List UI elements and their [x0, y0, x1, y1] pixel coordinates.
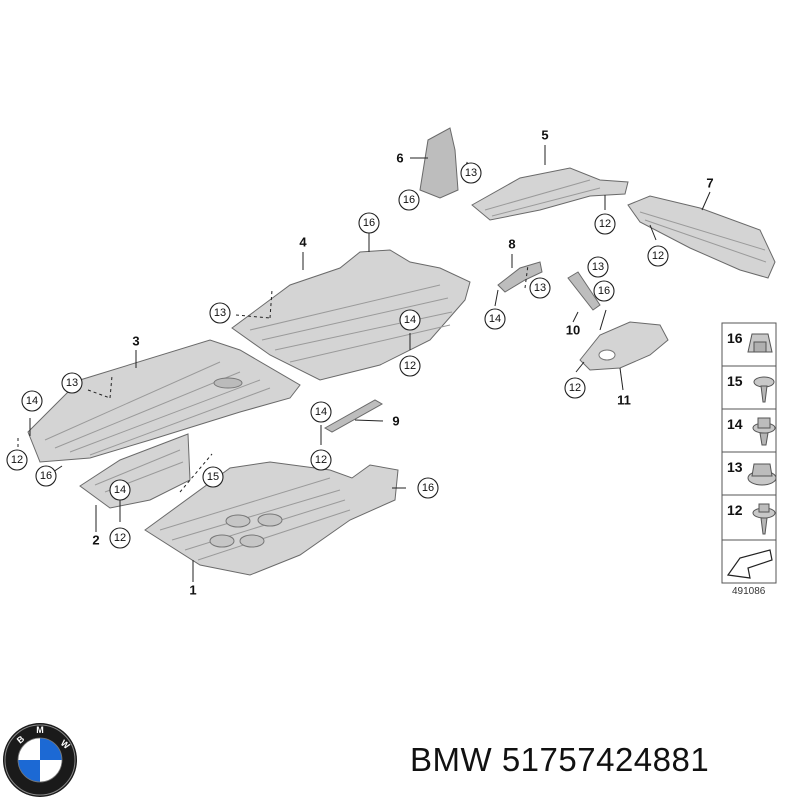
callout-circle: 14 [399, 309, 421, 331]
legend-label-13: 13 [727, 459, 743, 475]
svg-text:14: 14 [404, 314, 416, 326]
label-part-11: 11 [617, 393, 631, 408]
bmw-logo: B M W [3, 723, 77, 797]
part-4-middle-panel [231, 249, 471, 381]
svg-text:13: 13 [592, 261, 604, 273]
callout-circle: 12 [564, 377, 586, 399]
callout-circle: 16 [35, 465, 57, 487]
label-part-3: 3 [132, 334, 139, 349]
collar-screw-icon [752, 503, 776, 535]
legend-label-15: 15 [727, 373, 743, 389]
callout-circle: 13 [529, 277, 551, 299]
label-part-10: 10 [566, 323, 580, 338]
callout-circle: 13 [61, 372, 83, 394]
svg-text:16: 16 [422, 482, 434, 494]
svg-text:16: 16 [598, 285, 610, 297]
callout-circle: 14 [484, 308, 506, 330]
svg-text:14: 14 [315, 406, 327, 418]
callout-circle: 16 [358, 212, 380, 234]
label-part-5: 5 [541, 128, 548, 143]
svg-text:13: 13 [214, 307, 226, 319]
brand-name: BMW [410, 741, 493, 778]
legend-label-16: 16 [727, 330, 743, 346]
part-9-strip [323, 399, 384, 433]
callout-circle: 13 [460, 162, 482, 184]
svg-text:B: B [15, 733, 27, 745]
expansion-nut-icon [752, 417, 776, 446]
label-part-1: 1 [189, 583, 196, 598]
legend-label-14: 14 [727, 416, 743, 432]
diagram-reference-number: 491086 [732, 586, 766, 597]
svg-text:15: 15 [207, 471, 219, 483]
screw-icon [753, 376, 775, 403]
part-8-bracket [497, 261, 543, 293]
callout-circle: 14 [310, 401, 332, 423]
svg-text:13: 13 [66, 377, 78, 389]
svg-text:12: 12 [11, 454, 23, 466]
hex-nut-icon [747, 463, 777, 486]
callout-circle: 12 [310, 449, 332, 471]
label-part-6: 6 [396, 151, 403, 166]
svg-text:12: 12 [652, 250, 664, 262]
part-6-bracket [419, 127, 459, 199]
part-11-cover [579, 321, 669, 371]
svg-text:12: 12 [569, 382, 581, 394]
callout-circle: 13 [209, 302, 231, 324]
label-part-4: 4 [299, 235, 307, 250]
label-part-9: 9 [392, 414, 399, 429]
svg-text:12: 12 [404, 360, 416, 372]
callout-circle: 16 [593, 280, 615, 302]
svg-text:13: 13 [465, 167, 477, 179]
clip-nut-icon [747, 333, 773, 353]
callout-circle: 12 [399, 355, 421, 377]
callout-circle: 12 [6, 449, 28, 471]
callout-circle: 14 [109, 479, 131, 501]
label-part-7: 7 [706, 176, 713, 191]
part-caption: BMW 51757424881 [410, 736, 790, 784]
svg-text:13: 13 [534, 282, 546, 294]
callout-circle: 13 [587, 256, 609, 278]
part-7-rear-cover [627, 195, 776, 279]
svg-text:14: 14 [26, 395, 38, 407]
label-part-2: 2 [92, 533, 99, 548]
callout-circle: 16 [417, 477, 439, 499]
part-number: 51757424881 [501, 741, 710, 778]
svg-text:16: 16 [40, 470, 52, 482]
svg-text:M: M [36, 725, 44, 735]
svg-text:14: 14 [114, 484, 126, 496]
callout-circle: 12 [109, 527, 131, 549]
leader-lines [17, 145, 711, 582]
part-3-underbody-panel [27, 339, 301, 463]
callout-circle: 14 [21, 390, 43, 412]
callout-circle: 12 [594, 213, 616, 235]
label-part-8: 8 [508, 237, 515, 252]
direction-arrow-icon [726, 549, 773, 579]
fastener-legend: 16 15 14 13 12 [721, 322, 777, 584]
svg-text:16: 16 [363, 217, 375, 229]
svg-text:12: 12 [315, 454, 327, 466]
part-10-strut [567, 271, 601, 311]
callout-circle: 16 [398, 189, 420, 211]
callout-circle: 12 [647, 245, 669, 267]
svg-text:14: 14 [489, 313, 501, 325]
svg-text:12: 12 [599, 218, 611, 230]
callout-circle: 15 [202, 466, 224, 488]
legend-label-12: 12 [727, 502, 743, 518]
svg-text:12: 12 [114, 532, 126, 544]
part-5-rear-rail [471, 167, 629, 221]
svg-text:16: 16 [403, 194, 415, 206]
part-1-front-shield [144, 461, 399, 576]
